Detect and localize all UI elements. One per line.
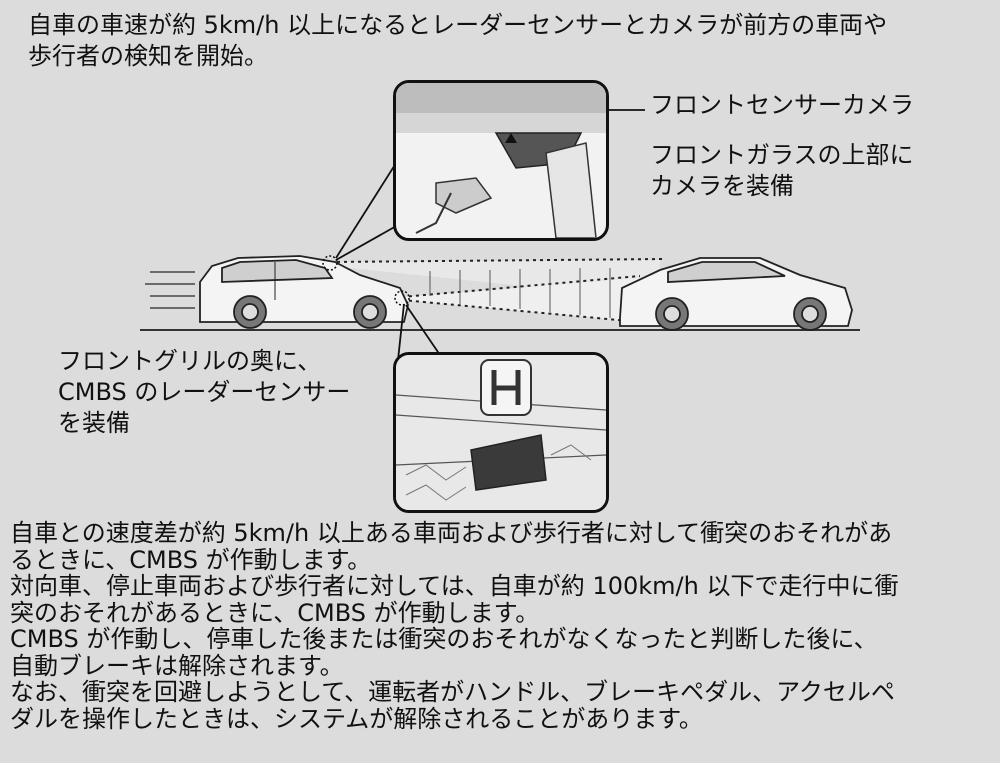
- honda-logo-icon: [480, 359, 532, 416]
- camera-desc-line-2: カメラを装備: [650, 172, 794, 200]
- camera-desc-line-1: フロントガラスの上部に: [650, 141, 914, 169]
- windshield-camera-drawing: [396, 83, 606, 238]
- radar-beam: [401, 268, 641, 323]
- camera-location-marker: [322, 255, 338, 271]
- radar-line-3: を装備: [58, 409, 130, 437]
- front-grille-drawing: [396, 355, 606, 510]
- camera-inset: [393, 80, 609, 241]
- body-line: 自動ブレーキは解除されます。: [10, 651, 344, 680]
- body-line: るときに、CMBS が作動します。: [10, 545, 372, 574]
- body-text: 自車との速度差が約 5km/h 以上ある車両および歩行者に対して衝突のおそれがあ…: [10, 520, 995, 732]
- body-line: ダルを操作したときは、システムが解除されることがあります。: [10, 704, 703, 733]
- radar-location-marker: [394, 290, 410, 306]
- radar-line-1: フロントグリルの奥に、: [58, 347, 322, 375]
- radar-sensor-label: フロントグリルの奥に、 CMBS のレーダーセンサー を装備: [58, 346, 350, 439]
- camera-title-label: フロントセンサーカメラ: [650, 91, 914, 119]
- speed-lines: [145, 271, 195, 309]
- body-line: 自車との速度差が約 5km/h 以上ある車両および歩行者に対して衝突のおそれがあ: [10, 519, 893, 547]
- body-line: 対向車、停止車両および歩行者に対しては、自車が約 100km/h 以下で走行中に…: [10, 572, 899, 600]
- intro-text: 自車の車速が約 5km/h 以上になるとレーダーセンサーとカメラが前方の車両や …: [28, 10, 978, 72]
- grille-inset: [393, 352, 609, 513]
- camera-description-label: フロントガラスの上部に カメラを装備: [650, 140, 914, 202]
- cmbs-illustration: [140, 109, 860, 361]
- body-line: 突のおそれがあるときに、CMBS が作動します。: [10, 598, 540, 627]
- body-line: なお、衝突を回避しようとして、運転者がハンドル、ブレーキペダル、アクセルペ: [10, 678, 895, 706]
- suv-car-icon: [199, 255, 409, 329]
- intro-line-2: 歩行者の検知を開始。: [28, 42, 268, 70]
- sedan-car-icon: [619, 257, 853, 331]
- radar-line-2: CMBS のレーダーセンサー: [58, 378, 351, 406]
- body-line: CMBS が作動し、停車した後または衝突のおそれがなくなったと判断した後に、: [10, 625, 878, 653]
- intro-line-1: 自車の車速が約 5km/h 以上になるとレーダーセンサーとカメラが前方の車両や: [28, 11, 888, 39]
